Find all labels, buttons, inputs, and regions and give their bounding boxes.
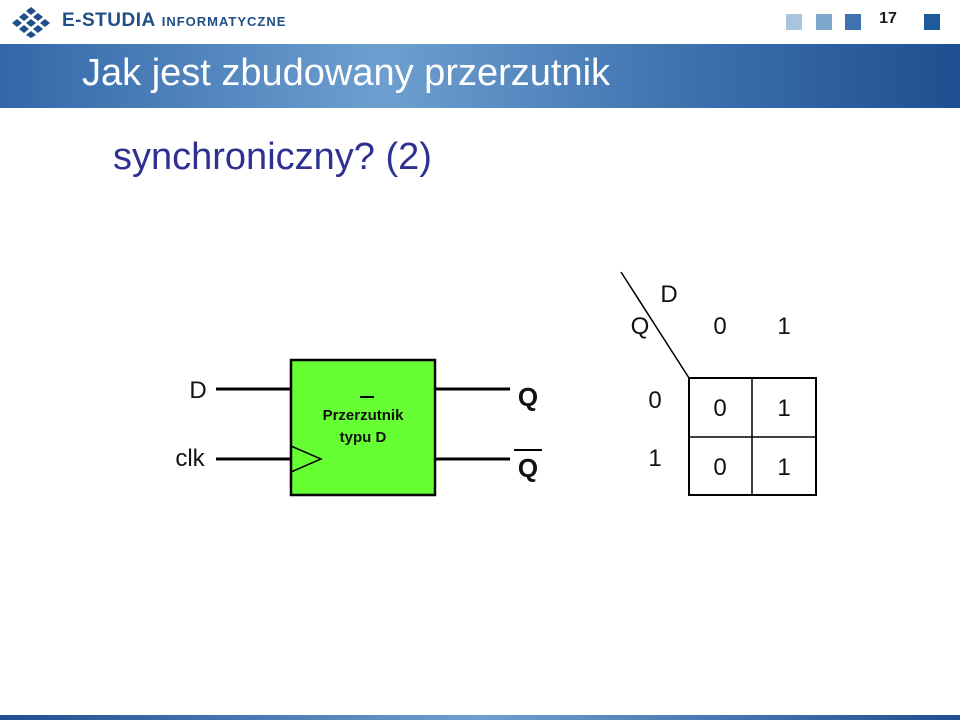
title-bar: Jak jest zbudowany przerzutnik — [0, 44, 960, 108]
block-label-line1: Przerzutnik — [323, 407, 405, 424]
flipflop-block — [289, 358, 437, 497]
table-cell: 1 — [777, 395, 790, 422]
output-q-label: Q — [518, 382, 538, 412]
table-cell: 0 — [713, 454, 726, 481]
nav-square-2 — [816, 14, 832, 30]
output-qbar-label: Q — [518, 453, 538, 483]
d-flipflop-symbol: Przerzutnik typu D D clk Q Q — [175, 358, 542, 497]
block-label-line2: typu D — [340, 429, 387, 446]
input-clk-label: clk — [175, 445, 205, 472]
table-col-header: 0 — [713, 313, 726, 340]
table-col-header: 1 — [777, 313, 790, 340]
table-col-var: D — [660, 281, 677, 308]
nav-square-1 — [786, 14, 802, 30]
e-studia-logo-icon — [12, 7, 50, 38]
table-row-header: 0 — [648, 387, 661, 414]
bottom-bar — [0, 715, 960, 720]
brand-name: E-STUDIA INFORMATYCZNE — [62, 10, 286, 34]
slide-subtitle: synchroniczny? (2) — [113, 136, 432, 178]
table-row-var: Q — [631, 313, 650, 340]
page-number: 17 — [879, 10, 897, 27]
table-row-header: 1 — [648, 445, 661, 472]
nav-square-4 — [924, 14, 940, 30]
nav-square-3 — [845, 14, 861, 30]
brand-main-text: E-STUDIA — [62, 10, 156, 31]
truth-table: D Q 0 1 0 1 0 1 0 1 — [620, 271, 817, 496]
table-cell: 1 — [777, 454, 790, 481]
clock-triangle-icon — [290, 445, 323, 473]
input-d-label: D — [189, 377, 206, 404]
brand-sub-text: INFORMATYCZNE — [161, 14, 287, 29]
slide-title: Jak jest zbudowany przerzutnik — [82, 52, 611, 94]
table-cell: 0 — [713, 395, 726, 422]
table-diagonal — [620, 271, 690, 379]
